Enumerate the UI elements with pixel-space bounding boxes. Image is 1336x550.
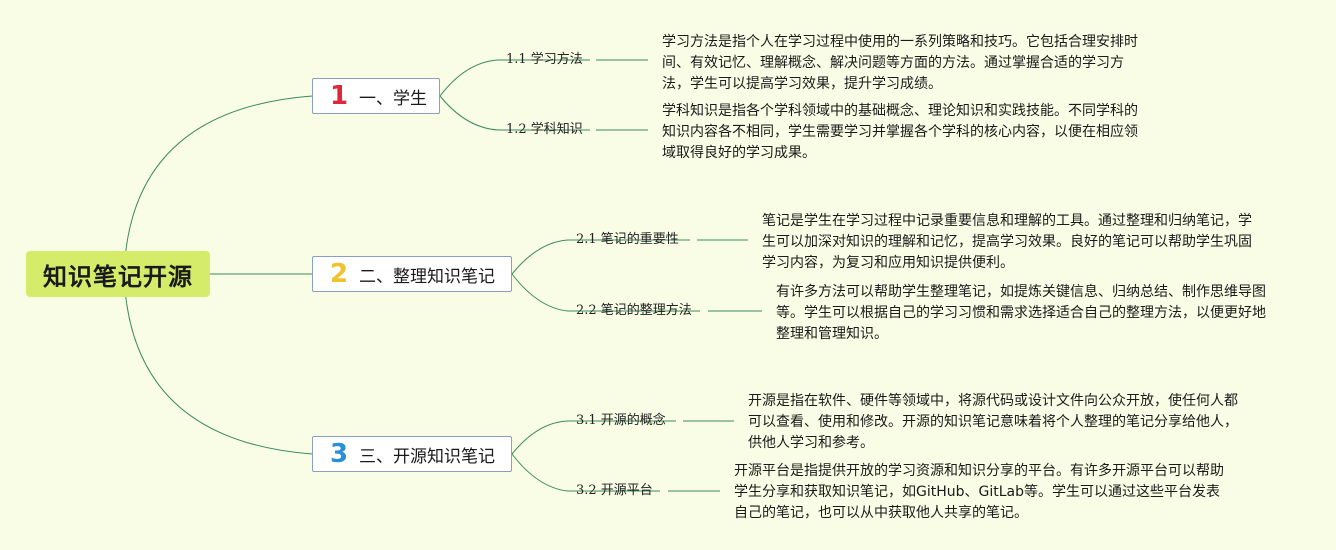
branch-node-1[interactable]: 1 一、学生 [312,78,440,114]
link-root-branch-3 [123,273,313,455]
topic-1-2-description: 学科知识是指各个学科领域中的基础概念、理论知识和实践技能。不同学科的知识内容各不… [662,103,1138,161]
link-b1-t1 [439,59,590,97]
topic-3-1-description: 开源是指在软件、硬件等领域中，将源代码或设计文件向公众开放，使任何人都可以查看、… [748,393,1238,451]
link-b2-t1 [511,239,690,275]
branch-label: 三、开源知识笔记 [359,446,495,467]
topic-1-2[interactable]: 1.2 学科知识 [506,122,583,137]
topic-2-2[interactable]: 2.2 笔记的整理方法 [576,303,692,318]
number-1-icon: 1 [329,81,349,111]
branch-node-2[interactable]: 2 二、整理知识笔记 [312,256,512,292]
topic-3-2[interactable]: 3.2 开源平台 [576,483,653,498]
number-2-icon: 2 [329,259,349,289]
topic-2-1[interactable]: 2.1 笔记的重要性 [576,232,679,247]
root-label: 知识笔记开源 [43,262,193,291]
topic-3-1[interactable]: 3.1 开源的概念 [576,413,666,428]
number-3-icon: 3 [329,439,349,469]
topic-3-2-description: 开源平台是指提供开放的学习资源和知识分享的平台。有许多开源平台可以帮助学生分享和… [734,463,1224,521]
link-b1-t2 [439,95,590,131]
branch-label: 一、学生 [359,88,427,109]
branch-node-3[interactable]: 3 三、开源知识笔记 [312,436,512,472]
root-node[interactable]: 知识笔记开源 [26,251,210,297]
topic-1-1[interactable]: 1.1 学习方法 [506,52,583,67]
link-b2-t2 [511,273,700,312]
link-b3-t2 [511,453,660,492]
topic-1-1-description: 学习方法是指个人在学习过程中使用的一系列策略和技巧。它包括合理安排时间、有效记忆… [662,34,1138,92]
topic-2-2-description: 有许多方法可以帮助学生整理笔记，如提炼关键信息、归纳总结、制作思维导图等。学生可… [776,284,1266,342]
link-b3-t1 [511,420,676,455]
topic-2-1-description: 笔记是学生在学习过程中记录重要信息和理解的工具。通过整理和归纳笔记，学生可以加深… [762,213,1252,271]
branch-label: 二、整理知识笔记 [359,266,495,287]
link-root-branch-1 [123,95,313,275]
